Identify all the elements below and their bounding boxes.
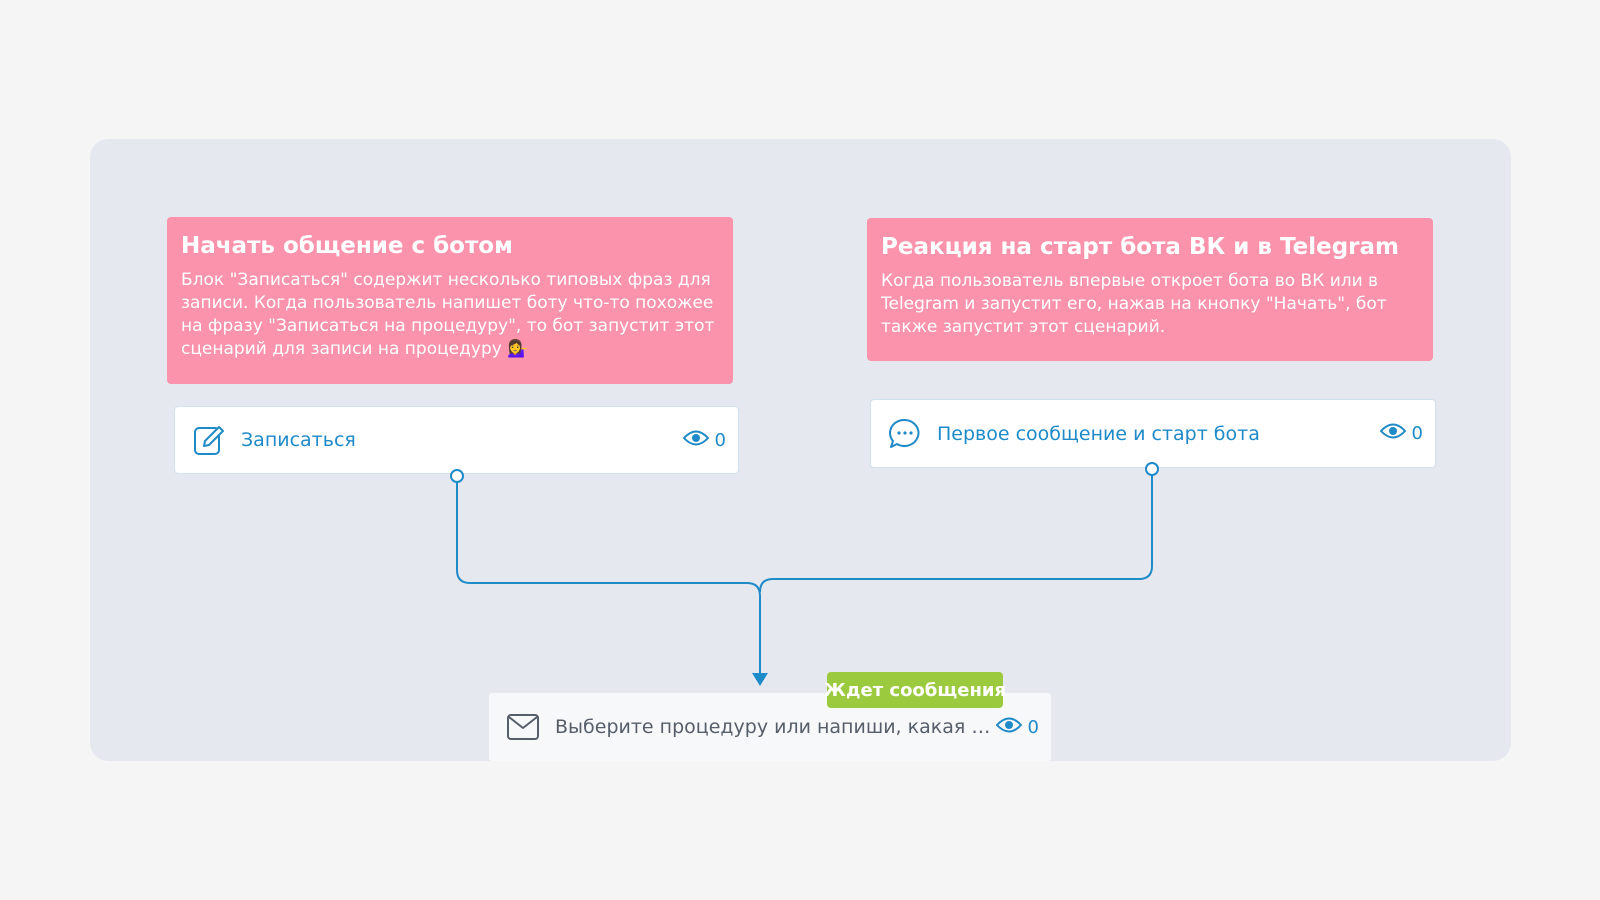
connector-arrowhead [752, 673, 768, 686]
envelope-icon [505, 709, 541, 745]
status-badge: Ждет сообщения [824, 672, 1006, 708]
eye-icon [1379, 422, 1406, 445]
views-counter: 0 [1379, 422, 1423, 445]
views-counter: 0 [682, 429, 726, 452]
views-count: 0 [1411, 423, 1423, 444]
views-count: 0 [714, 429, 726, 451]
eye-icon [995, 716, 1022, 739]
block-first-message[interactable]: Первое сообщение и старт бота 0 [870, 399, 1436, 468]
connector-left [456, 476, 761, 679]
chat-bubble-icon [887, 416, 923, 452]
eye-icon [682, 429, 709, 452]
block-label: Первое сообщение и старт бота [937, 422, 1260, 445]
flow-canvas[interactable]: Начать общение с ботом Блок "Записаться"… [90, 139, 1511, 761]
note-text: Когда пользователь впервые откроет бота … [881, 271, 1387, 337]
views-counter: 0 [995, 716, 1039, 739]
note-bot-start[interactable]: Реакция на старт бота ВК и в Telegram Ко… [867, 218, 1433, 361]
note-start-chat[interactable]: Начать общение с ботом Блок "Записаться"… [167, 217, 733, 384]
views-count: 0 [1027, 716, 1039, 738]
block-signup[interactable]: Записаться 0 [174, 406, 739, 474]
output-port-signup[interactable] [450, 469, 464, 483]
block-label: Записаться [241, 429, 356, 451]
edit-icon [191, 422, 227, 458]
output-port-first-message[interactable] [1145, 462, 1159, 476]
connector-right [759, 469, 1153, 593]
block-label: Выберите процедуру или напиши, какая п… [555, 716, 996, 738]
note-title: Начать общение с ботом [181, 233, 513, 259]
note-text: Блок "Записаться" содержит несколько тип… [181, 270, 715, 359]
note-title: Реакция на старт бота ВК и в Telegram [881, 234, 1399, 260]
